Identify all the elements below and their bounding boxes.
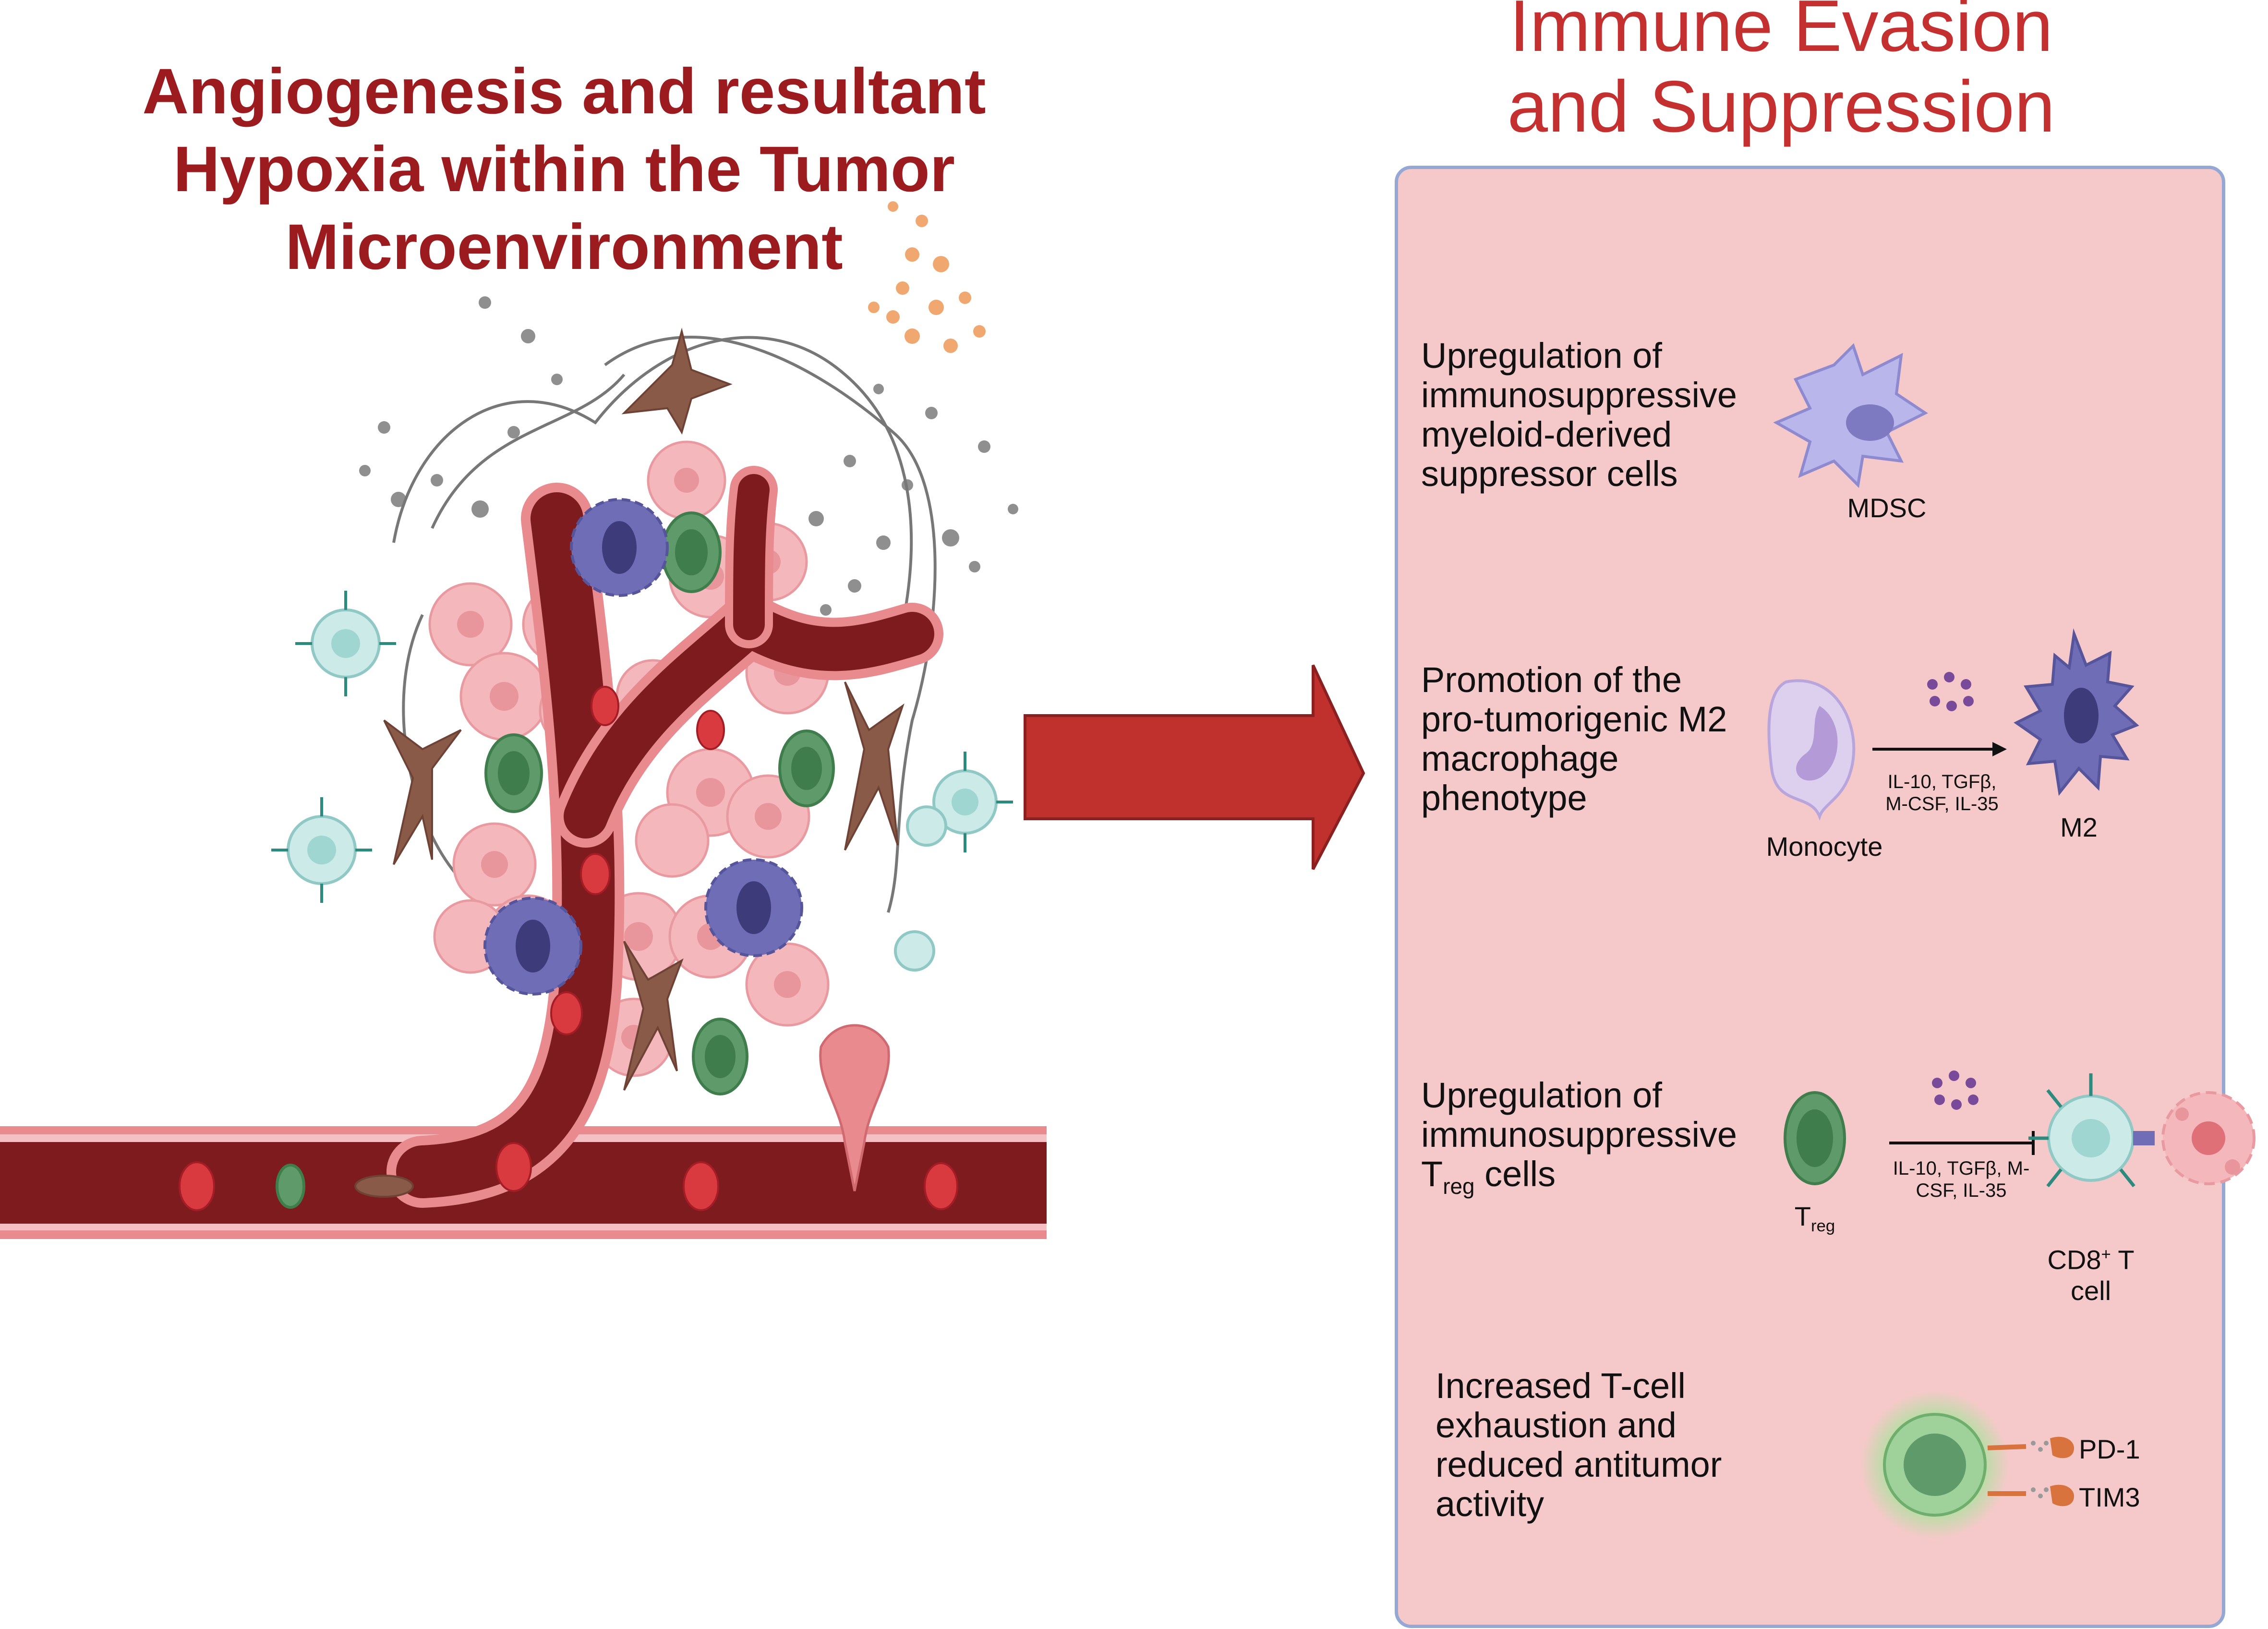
left-title-line-3: Microenvironment: [285, 211, 843, 283]
mechanism-4-line-2: exhaustion and: [1436, 1405, 1677, 1445]
mechanism-4-line-4: activity: [1436, 1484, 1544, 1524]
right-title-line-2: and Suppression: [1507, 66, 2055, 147]
treg-cytokines-line-1: IL-10, TGFβ, M-: [1893, 1158, 2030, 1179]
cd8-text: CD8: [2047, 1244, 2101, 1275]
t-cells: [271, 591, 1013, 972]
hypoxia-particles: [359, 296, 1018, 616]
pd-1-label: PD-1: [2079, 1434, 2140, 1464]
mechanism-2-line-1: Promotion of the: [1421, 660, 1682, 700]
mechanism-1-line-4: suppressor cells: [1421, 454, 1678, 494]
red-blood-cells: [179, 686, 958, 1211]
tim3-receptor-icon: [1988, 1484, 2074, 1507]
treg-subscript: reg: [1443, 1173, 1475, 1199]
m2-cytokines-line-1: IL-10, TGFβ,: [1887, 771, 1997, 792]
cd8-superscript: +: [2101, 1245, 2111, 1264]
mdsc-icon: [1773, 343, 1928, 488]
treg-cell-icon: [1784, 1091, 1846, 1185]
m2-macrophage-icon: [2014, 628, 2139, 796]
immune-evasion-panel: [1395, 166, 2225, 1628]
macrophages: [483, 498, 803, 996]
mechanism-3-line-1: Upregulation of: [1421, 1075, 1662, 1115]
mechanism-4-line-1: Increased T-cell: [1436, 1366, 1686, 1406]
green-cells: [276, 511, 835, 1209]
tumor-microenvironment-illustration: [0, 201, 1047, 1239]
mechanism-2-text: Promotion of the pro-tumorigenic M2 macr…: [1421, 660, 1727, 818]
monocyte-icon: [1767, 679, 1856, 821]
left-title-line-2: Hypoxia within the Tumor: [173, 134, 955, 205]
cd8-label-line-2: cell: [2070, 1275, 2111, 1306]
treg-cytokines-line-2: CSF, IL-35: [1916, 1180, 2007, 1201]
arrow-to-m2: [1872, 742, 2007, 756]
cd8-label-line-1: CD8+ T: [2031, 1239, 2151, 1276]
left-title-line-1: Angiogenesis and resultant: [142, 56, 986, 127]
treg-cytokines-label: IL-10, TGFβ, M- CSF, IL-35: [1887, 1157, 2036, 1202]
tumor-cell-icon: [2161, 1091, 2256, 1185]
cd8-t-cell-label: CD8+ T cell: [2031, 1239, 2151, 1306]
right-title: Immune Evasion and Suppression: [1392, 0, 2170, 147]
mechanism-3-line-3: Treg cells: [1421, 1155, 1737, 1206]
treg-label: Treg: [1767, 1201, 1863, 1236]
mechanism-2-line-3: macrophage: [1421, 739, 1619, 778]
right-title-line-1: Immune Evasion: [1509, 0, 2053, 67]
cd8-t-text: T: [2111, 1244, 2135, 1275]
treg-t: T: [1421, 1154, 1443, 1194]
mechanism-3-line-2: immunosuppressive: [1421, 1115, 1737, 1155]
inhibition-line: [1889, 1131, 2035, 1155]
m2-label: M2: [2060, 812, 2098, 842]
m2-cytokines-label: IL-10, TGFβ, M-CSF, IL-35: [1870, 771, 2014, 815]
tim3-label: TIM3: [2079, 1482, 2140, 1512]
monocyte-label: Monocyte: [1766, 831, 1883, 862]
cytokine-dots-1: [1927, 672, 1974, 711]
mechanism-2-line-2: pro-tumorigenic M2: [1421, 699, 1727, 739]
cd8-t-cell-icon: [2028, 1073, 2155, 1188]
mechanism-3-text: Upregulation of immunosuppressive Treg c…: [1421, 1076, 1737, 1206]
pd-1-receptor-icon: [1987, 1436, 2074, 1459]
mdsc-label: MDSC: [1847, 493, 1927, 523]
cytokine-particles: [868, 201, 986, 353]
mechanism-2-line-4: phenotype: [1421, 778, 1587, 818]
exhausted-t-cell-icon: [1860, 1390, 2009, 1539]
left-title: Angiogenesis and resultant Hypoxia withi…: [72, 53, 1056, 286]
mechanism-1-line-1: Upregulation of: [1421, 336, 1662, 376]
fibroblasts: [354, 328, 905, 1198]
treg-cells-word: cells: [1474, 1154, 1556, 1194]
treg-label-t: T: [1794, 1201, 1811, 1231]
receptor-icon: [2133, 1131, 2155, 1145]
cytokine-dots-2: [1932, 1070, 1978, 1110]
mechanism-4-line-3: reduced antitumor: [1436, 1445, 1722, 1484]
right-arrow-icon: [1024, 664, 1365, 870]
mechanism-1-line-3: myeloid-derived: [1421, 414, 1672, 454]
mechanism-4-text: Increased T-cell exhaustion and reduced …: [1436, 1366, 1722, 1524]
m2-cytokines-line-2: M-CSF, IL-35: [1885, 793, 1999, 814]
extravasating-cell: [819, 1024, 890, 1191]
mechanism-1-line-2: immunosuppressive: [1421, 375, 1737, 415]
treg-label-subscript: reg: [1811, 1217, 1835, 1236]
mechanism-1-text: Upregulation of immunosuppressive myeloi…: [1421, 336, 1737, 494]
